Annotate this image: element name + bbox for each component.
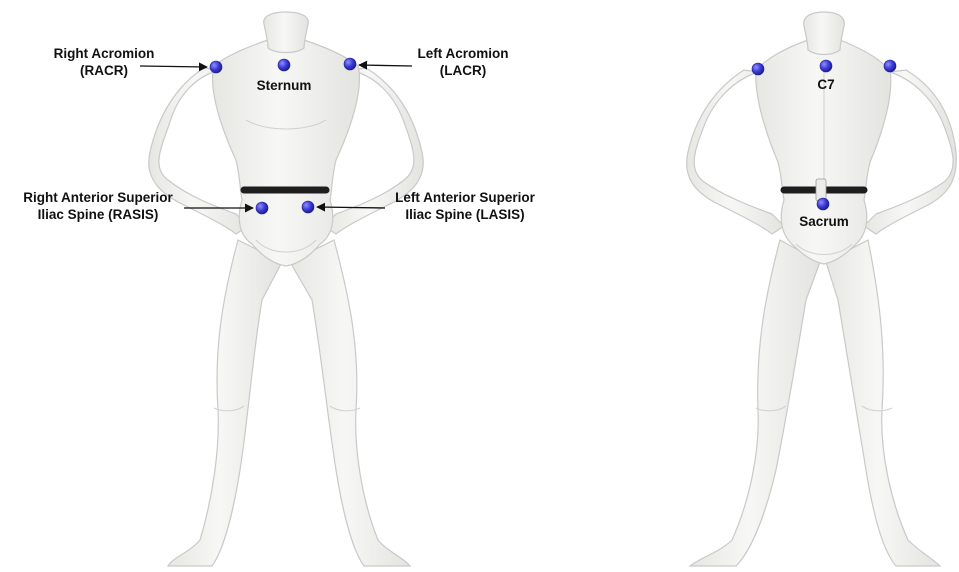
back-marker-c7 bbox=[820, 60, 832, 72]
label-c7: C7 bbox=[817, 77, 834, 92]
arrow-racr bbox=[140, 66, 207, 67]
front-right-leg bbox=[168, 240, 282, 566]
label-rasis-line1: Right Anterior Superior bbox=[23, 190, 173, 205]
back-sensor-clip bbox=[816, 179, 826, 201]
label-right-acromion-line1: Right Acromion bbox=[54, 46, 155, 61]
front-marker-racr bbox=[210, 61, 222, 73]
label-rasis-line2: Iliac Spine (RASIS) bbox=[38, 207, 159, 222]
label-left-acromion-line2: (LACR) bbox=[440, 63, 487, 78]
front-marker-sternum bbox=[278, 59, 290, 71]
label-lasis-line2: Iliac Spine (LASIS) bbox=[405, 207, 524, 222]
back-right-leg bbox=[690, 240, 820, 566]
back-neck bbox=[804, 12, 845, 55]
front-marker-lacr bbox=[344, 58, 356, 70]
back-marker-left-shoulder bbox=[884, 60, 896, 72]
front-marker-rasis bbox=[256, 202, 268, 214]
label-lasis-line1: Left Anterior Superior bbox=[395, 190, 536, 205]
back-figure: C7 Sacrum bbox=[687, 12, 957, 566]
label-left-acromion-line1: Left Acromion bbox=[418, 46, 509, 61]
label-sacrum: Sacrum bbox=[799, 214, 849, 229]
label-right-acromion-line2: (RACR) bbox=[80, 63, 128, 78]
front-marker-lasis bbox=[302, 201, 314, 213]
back-marker-right-shoulder bbox=[752, 63, 764, 75]
front-figure: Right Acromion (RACR) Left Acromion (LAC… bbox=[23, 12, 535, 566]
back-marker-sacrum bbox=[817, 198, 829, 210]
back-left-leg bbox=[826, 240, 940, 566]
front-neck bbox=[264, 12, 309, 53]
arrow-lacr bbox=[359, 65, 412, 66]
front-left-leg bbox=[290, 240, 410, 566]
label-sternum: Sternum bbox=[257, 78, 312, 93]
